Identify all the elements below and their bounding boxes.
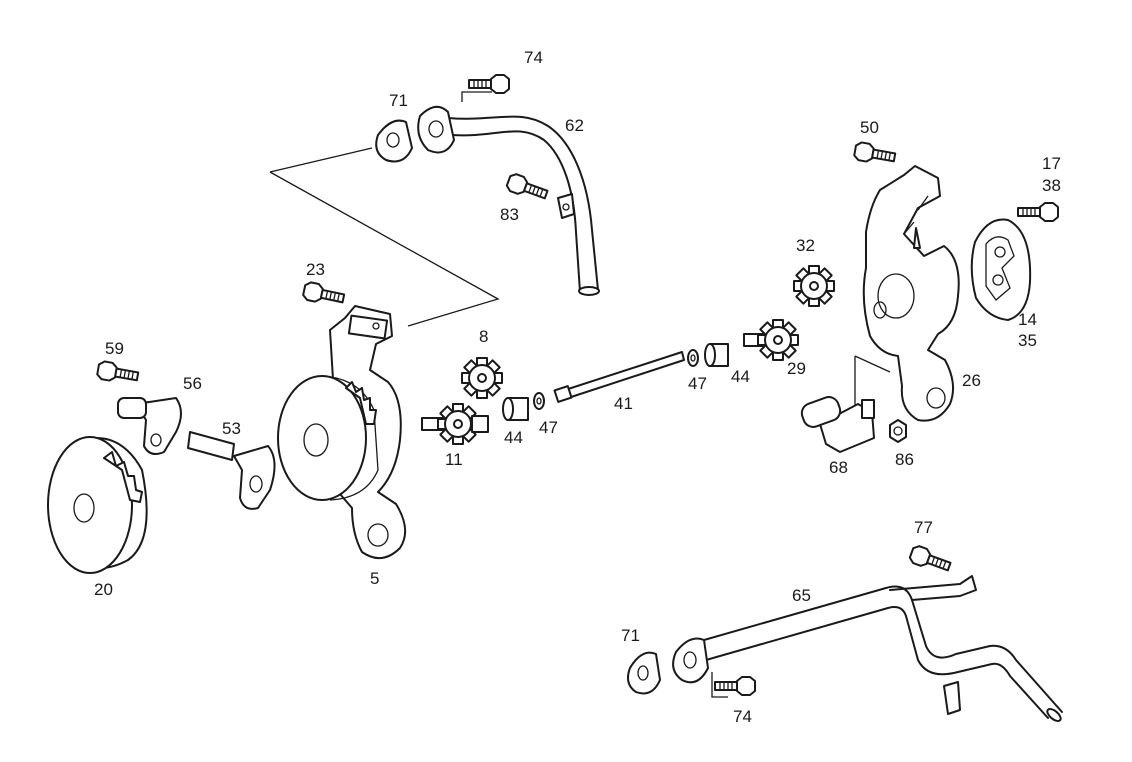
drive-wheel-20 [47, 436, 148, 574]
callout-38: 38 [1042, 176, 1061, 195]
callout-86: 86 [895, 450, 914, 469]
callout-44-left: 44 [504, 428, 523, 447]
oil-pipe-lower [672, 575, 1063, 722]
oil-pipe-upper [417, 105, 600, 296]
callout-74-upper: 74 [524, 48, 543, 67]
callout-53: 53 [222, 419, 241, 438]
pump-housing-front [277, 305, 407, 559]
bolt-17 [1017, 202, 1059, 222]
pump-cover-plate [970, 218, 1032, 321]
callout-32: 32 [796, 236, 815, 255]
callout-labels: 74 71 62 83 50 17 38 32 23 8 14 35 59 56… [94, 48, 1061, 726]
flange-56 [117, 397, 182, 455]
bolt-59 [95, 359, 141, 387]
gear-11 [421, 403, 489, 445]
drive-shaft-53 [187, 431, 276, 510]
bolt-50 [852, 140, 898, 168]
callout-29: 29 [787, 359, 806, 378]
pump-shaft [553, 351, 685, 403]
bolt-23 [301, 280, 347, 309]
bolt-74-upper [468, 74, 510, 94]
bushing-44-left [502, 397, 529, 421]
callout-59: 59 [105, 339, 124, 358]
pump-housing-rear [862, 165, 960, 422]
callout-74-lower: 74 [733, 707, 752, 726]
callout-62: 62 [565, 116, 584, 135]
callout-35: 35 [1018, 331, 1037, 350]
callout-20: 20 [94, 580, 113, 599]
callout-14: 14 [1018, 310, 1037, 329]
callout-71-lower: 71 [621, 626, 640, 645]
callout-50: 50 [860, 118, 879, 137]
gasket-lower [627, 651, 661, 695]
callout-5: 5 [370, 569, 379, 588]
washer-47-left [533, 392, 545, 410]
leader-lines [269, 91, 891, 698]
callout-71-upper: 71 [389, 91, 408, 110]
callout-26: 26 [962, 371, 981, 390]
bolt-83 [504, 171, 551, 205]
callout-47-right: 47 [688, 374, 707, 393]
gasket-upper [375, 119, 413, 163]
callout-77: 77 [914, 518, 933, 537]
callout-83: 83 [500, 205, 519, 224]
bolt-74-lower [714, 676, 756, 696]
callout-47-left: 47 [539, 418, 558, 437]
callout-11: 11 [445, 450, 463, 469]
gear-29 [743, 319, 799, 361]
callout-17: 17 [1042, 154, 1061, 173]
bolt-77 [907, 543, 954, 577]
callout-68: 68 [829, 458, 848, 477]
callout-41: 41 [614, 394, 633, 413]
washer-47-right [687, 349, 699, 367]
callout-65: 65 [792, 586, 811, 605]
callout-56: 56 [183, 374, 202, 393]
callout-8: 8 [479, 327, 488, 346]
callout-23: 23 [306, 260, 325, 279]
nut-86 [889, 419, 907, 443]
gear-8 [461, 357, 503, 399]
relief-valve [800, 396, 875, 453]
callout-44-right: 44 [731, 367, 750, 386]
gear-32 [793, 265, 835, 307]
bushing-44-right [704, 343, 729, 367]
